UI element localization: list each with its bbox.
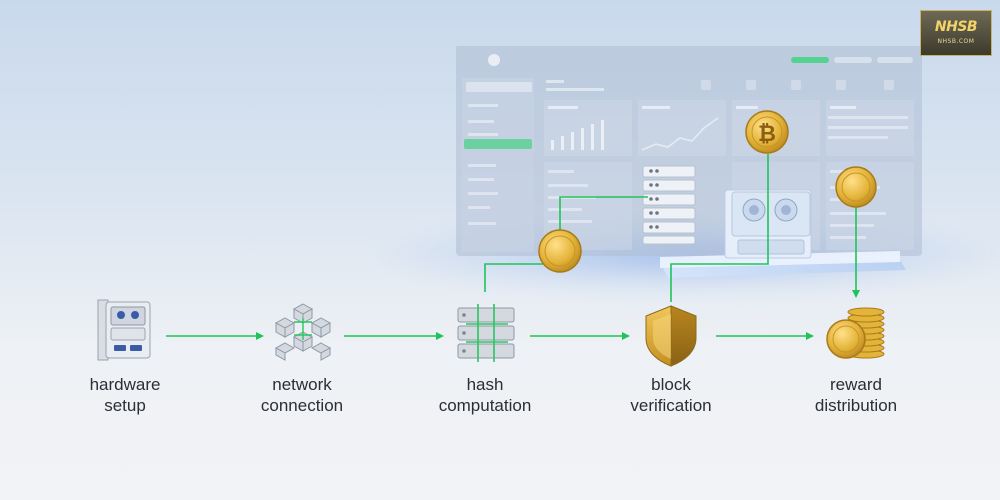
arrowheads bbox=[256, 290, 860, 340]
block-verification-shield-icon bbox=[645, 305, 697, 367]
step-label-hardware-setup: hardware setup bbox=[45, 374, 205, 416]
step-label-block-verification: block verification bbox=[591, 374, 751, 416]
network-connection-icon bbox=[274, 303, 332, 361]
connector-hash-coin bbox=[484, 263, 543, 292]
hash-computation-icon bbox=[457, 304, 515, 362]
step-label-line: connection bbox=[260, 396, 344, 415]
step-label-line: hash bbox=[466, 375, 504, 394]
step-label-hash-computation: hash computation bbox=[405, 374, 565, 416]
watermark-logo: NHSB NHSB.COM bbox=[920, 10, 992, 56]
step-label-line: distribution bbox=[814, 396, 898, 415]
step-label-reward-distribution: reward distribution bbox=[776, 374, 936, 416]
step-label-line: computation bbox=[438, 396, 532, 415]
step-label-line: verification bbox=[630, 396, 712, 415]
connector-coin-server bbox=[559, 196, 648, 234]
watermark-main-text: NHSB bbox=[934, 19, 978, 35]
connector-verify-bitcoin bbox=[670, 154, 769, 302]
step-label-line: setup bbox=[104, 396, 146, 415]
coin-icon-hash bbox=[538, 229, 582, 273]
coin-icon-reward bbox=[835, 166, 877, 208]
reward-coin-stack-icon bbox=[826, 307, 885, 359]
dashboard-mockup bbox=[456, 46, 922, 252]
hardware-setup-icon bbox=[97, 299, 151, 361]
step-label-line: hardware bbox=[89, 375, 161, 394]
bitcoin-coin-icon: ₿ bbox=[745, 110, 789, 154]
svg-text:₿: ₿ bbox=[758, 122, 776, 147]
watermark-sub-text: NHSB.COM bbox=[937, 38, 975, 45]
flow-connectors bbox=[166, 154, 857, 337]
step-label-line: network bbox=[272, 375, 332, 394]
dashboard-backdrop bbox=[456, 46, 922, 256]
step-label-line: block bbox=[651, 375, 691, 394]
step-label-line: reward bbox=[830, 375, 882, 394]
step-label-network-connection: network connection bbox=[222, 374, 382, 416]
server-stack-icon bbox=[642, 165, 696, 245]
